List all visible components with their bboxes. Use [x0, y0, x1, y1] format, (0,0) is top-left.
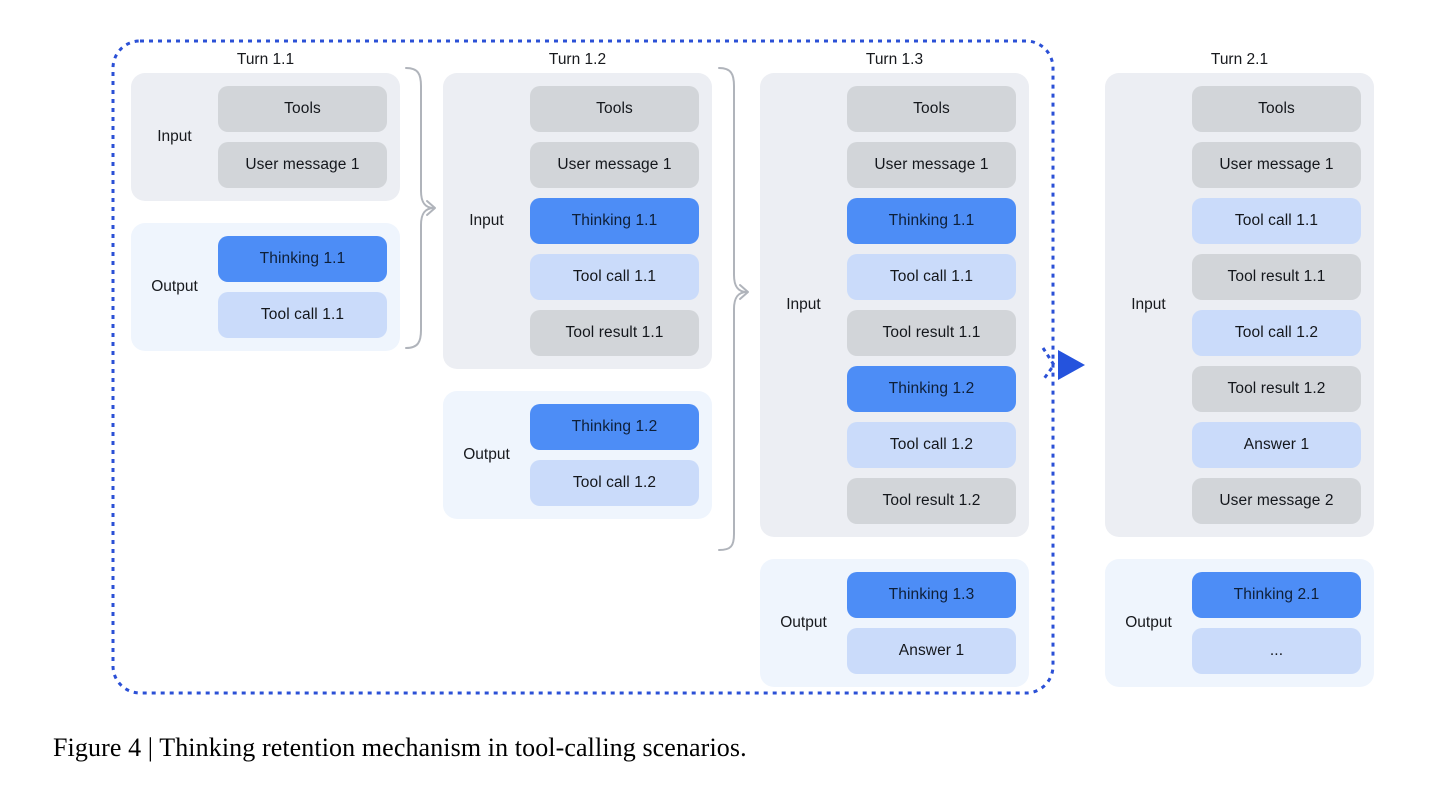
message-box: Tools	[1192, 86, 1361, 132]
message-box: Tools	[530, 86, 699, 132]
turn-title: Turn 1.1	[236, 51, 295, 68]
message-box: Tool result 1.1	[847, 310, 1016, 356]
turn-title: Turn 1.2	[548, 51, 607, 68]
input-label: Input	[786, 296, 821, 313]
message-box: Tool call 1.2	[847, 422, 1016, 468]
message-box: Tool call 1.2	[1192, 310, 1361, 356]
message-box: Tool result 1.1	[1192, 254, 1361, 300]
carryover-brace-2-icon	[718, 67, 749, 551]
input-label: Input	[157, 128, 192, 145]
input-group: Input Tools User message 1 Tool call 1.1…	[1105, 73, 1374, 537]
output-group: Output Thinking 2.1 ...	[1105, 559, 1374, 687]
output-label: Output	[151, 278, 198, 295]
message-box: Answer 1	[1192, 422, 1361, 468]
message-box: Tool call 1.2	[530, 460, 699, 506]
message-box: Tools	[218, 86, 387, 132]
input-rows: Tools User message 1 Thinking 1.1 Tool c…	[530, 86, 699, 356]
figure-caption: Figure 4 | Thinking retention mechanism …	[53, 733, 747, 762]
output-label: Output	[463, 446, 510, 463]
output-rows: Thinking 1.2 Tool call 1.2	[530, 404, 699, 506]
message-box: Thinking 1.2	[847, 366, 1016, 412]
message-box: Thinking 1.3	[847, 572, 1016, 618]
message-box: Thinking 1.1	[530, 198, 699, 244]
turn-column-1-3: Turn 1.3 Input Tools User message 1 Thin…	[760, 50, 1029, 687]
output-group: Output Thinking 1.1 Tool call 1.1	[131, 223, 400, 351]
output-rows: Thinking 1.1 Tool call 1.1	[218, 236, 387, 338]
turn-title: Turn 2.1	[1210, 51, 1269, 68]
message-box: Thinking 2.1	[1192, 572, 1361, 618]
input-rows: Tools User message 1 Thinking 1.1 Tool c…	[847, 86, 1016, 524]
turn-title: Turn 1.3	[865, 51, 924, 68]
message-box: Thinking 1.2	[530, 404, 699, 450]
input-rows: Tools User message 1	[218, 86, 387, 188]
carryover-brace-1-icon	[405, 67, 436, 349]
message-box: ...	[1192, 628, 1361, 674]
message-box: Tool call 1.1	[218, 292, 387, 338]
message-box: Thinking 1.1	[847, 198, 1016, 244]
message-box: Tool call 1.1	[1192, 198, 1361, 244]
message-box: User message 1	[218, 142, 387, 188]
message-box: User message 1	[847, 142, 1016, 188]
message-box: User message 2	[1192, 478, 1361, 524]
message-box: Tool call 1.1	[847, 254, 1016, 300]
message-box: User message 1	[530, 142, 699, 188]
message-box: Tool result 1.1	[530, 310, 699, 356]
input-label: Input	[1131, 296, 1166, 313]
output-rows: Thinking 2.1 ...	[1192, 572, 1361, 674]
message-box: Tool result 1.2	[847, 478, 1016, 524]
output-label: Output	[780, 614, 827, 631]
input-label: Input	[469, 212, 504, 229]
turn-column-2-1: Turn 2.1 Input Tools User message 1 Tool…	[1105, 50, 1374, 687]
message-box: Thinking 1.1	[218, 236, 387, 282]
turn-column-1-2: Turn 1.2 Input Tools User message 1 Thin…	[443, 50, 712, 519]
message-box: Tools	[847, 86, 1016, 132]
output-rows: Thinking 1.3 Answer 1	[847, 572, 1016, 674]
output-label: Output	[1125, 614, 1172, 631]
turn-column-1-1: Turn 1.1 Input Tools User message 1 Outp…	[131, 50, 400, 351]
next-turn-arrow-icon	[1041, 347, 1085, 381]
input-group: Input Tools User message 1 Thinking 1.1 …	[760, 73, 1029, 537]
input-group: Input Tools User message 1	[131, 73, 400, 201]
message-box: Tool result 1.2	[1192, 366, 1361, 412]
input-group: Input Tools User message 1 Thinking 1.1 …	[443, 73, 712, 369]
message-box: Tool call 1.1	[530, 254, 699, 300]
output-group: Output Thinking 1.3 Answer 1	[760, 559, 1029, 687]
input-rows: Tools User message 1 Tool call 1.1 Tool …	[1192, 86, 1361, 524]
message-box: User message 1	[1192, 142, 1361, 188]
message-box: Answer 1	[847, 628, 1016, 674]
output-group: Output Thinking 1.2 Tool call 1.2	[443, 391, 712, 519]
